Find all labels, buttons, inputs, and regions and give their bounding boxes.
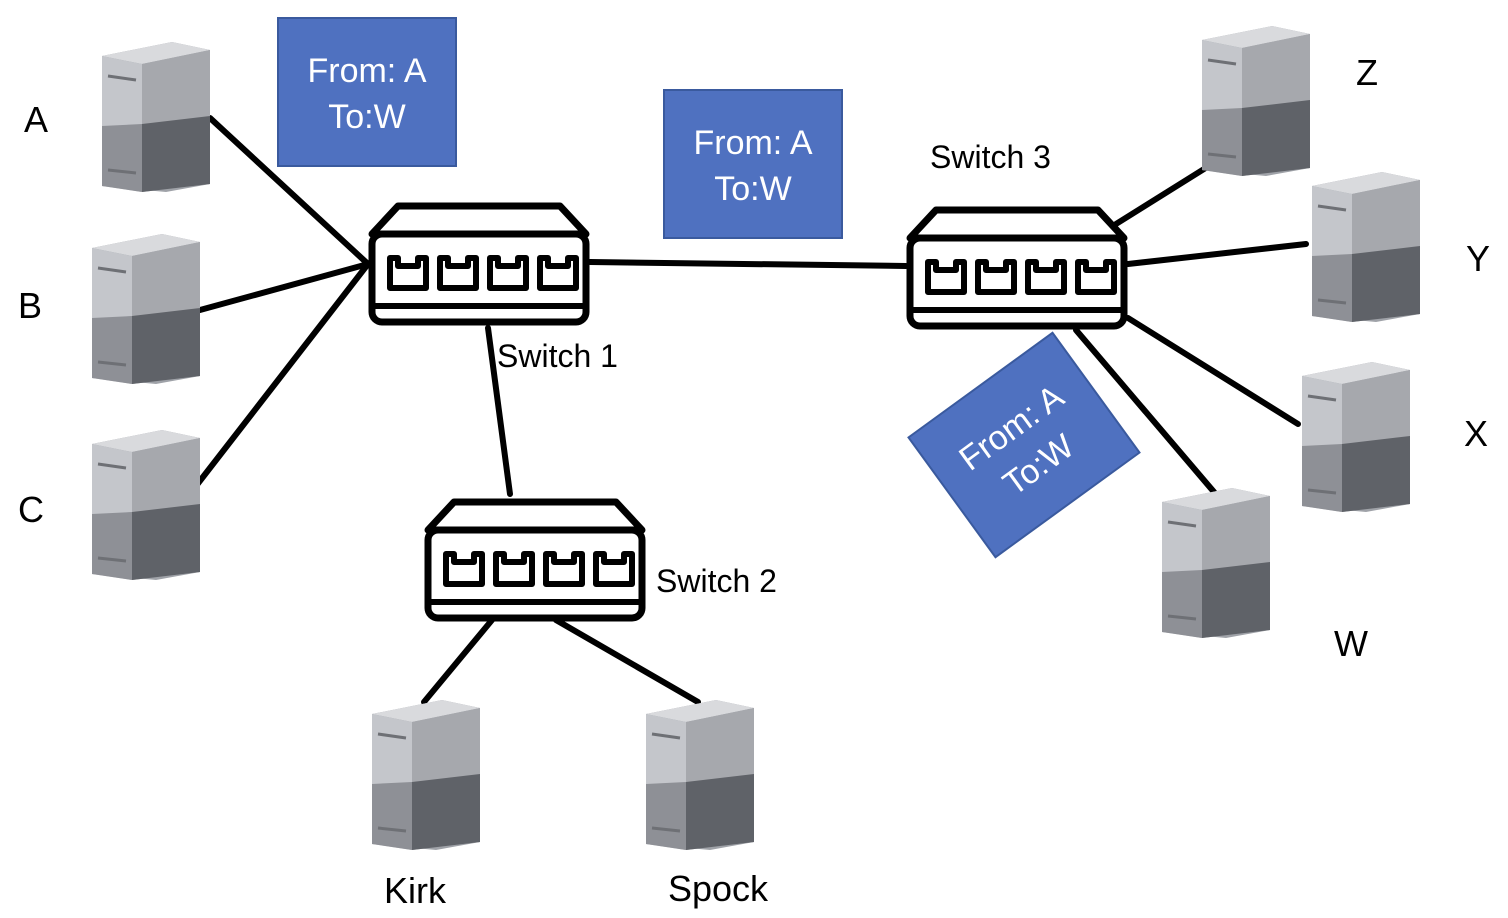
host-Kirk-label: Kirk <box>384 870 447 911</box>
server-icon <box>1200 24 1312 178</box>
server-icon <box>100 40 212 194</box>
packet-2-to: To:W <box>714 170 791 208</box>
host-Z <box>1200 24 1312 178</box>
host-X <box>1300 360 1412 514</box>
link-A-switch1 <box>207 115 371 267</box>
links-layer <box>193 115 1309 705</box>
server-icon <box>644 698 756 852</box>
packet-1: From: A To:W <box>277 17 457 167</box>
link-switch3-W <box>1073 327 1217 495</box>
host-W-label: W <box>1334 623 1368 664</box>
host-C-label: C <box>18 489 44 530</box>
host-X-label: X <box>1464 413 1488 454</box>
switch-2-label: Switch 2 <box>656 563 777 599</box>
server-icon <box>1310 170 1422 324</box>
link-switch3-Z <box>1113 161 1215 227</box>
packet-2-from: From: A <box>693 124 812 162</box>
link-switch1-switch2 <box>485 325 513 497</box>
host-Z-label: Z <box>1356 52 1378 93</box>
host-Y <box>1310 170 1422 324</box>
switch-3-label: Switch 3 <box>930 139 1051 175</box>
link-B-switch1 <box>197 261 371 313</box>
switch-1-label: Switch 1 <box>497 338 618 374</box>
network-switch-icon <box>910 210 1124 326</box>
host-C <box>90 428 202 582</box>
server-icon <box>1160 486 1272 640</box>
host-B <box>90 232 202 386</box>
link-switch2-spock <box>553 617 701 705</box>
host-Spock <box>644 698 756 852</box>
link-switch3-X <box>1125 315 1301 427</box>
server-icon <box>1300 360 1412 514</box>
link-switch1-switch3 <box>587 259 909 269</box>
server-icon <box>370 698 482 852</box>
link-C-switch1 <box>193 261 371 489</box>
host-Kirk <box>370 698 482 852</box>
host-W <box>1160 486 1272 640</box>
host-Y-label: Y <box>1466 238 1490 279</box>
network-switch-icon <box>372 206 586 322</box>
host-Spock-label: Spock <box>668 868 769 909</box>
host-A <box>100 40 212 194</box>
packet-2: From: A To:W <box>663 89 843 239</box>
packet-3: From: A To:W <box>907 331 1141 559</box>
switch-2 <box>428 502 642 618</box>
host-B-label: B <box>18 285 42 326</box>
link-switch2-kirk <box>421 617 495 705</box>
packet-1-from: From: A <box>307 52 426 90</box>
server-icon <box>90 428 202 582</box>
switch-3 <box>910 210 1124 326</box>
network-switch-icon <box>428 502 642 618</box>
packet-1-to: To:W <box>328 98 405 136</box>
link-switch3-Y <box>1125 241 1309 267</box>
switch-1 <box>372 206 586 322</box>
server-icon <box>90 232 202 386</box>
host-A-label: A <box>24 99 48 140</box>
